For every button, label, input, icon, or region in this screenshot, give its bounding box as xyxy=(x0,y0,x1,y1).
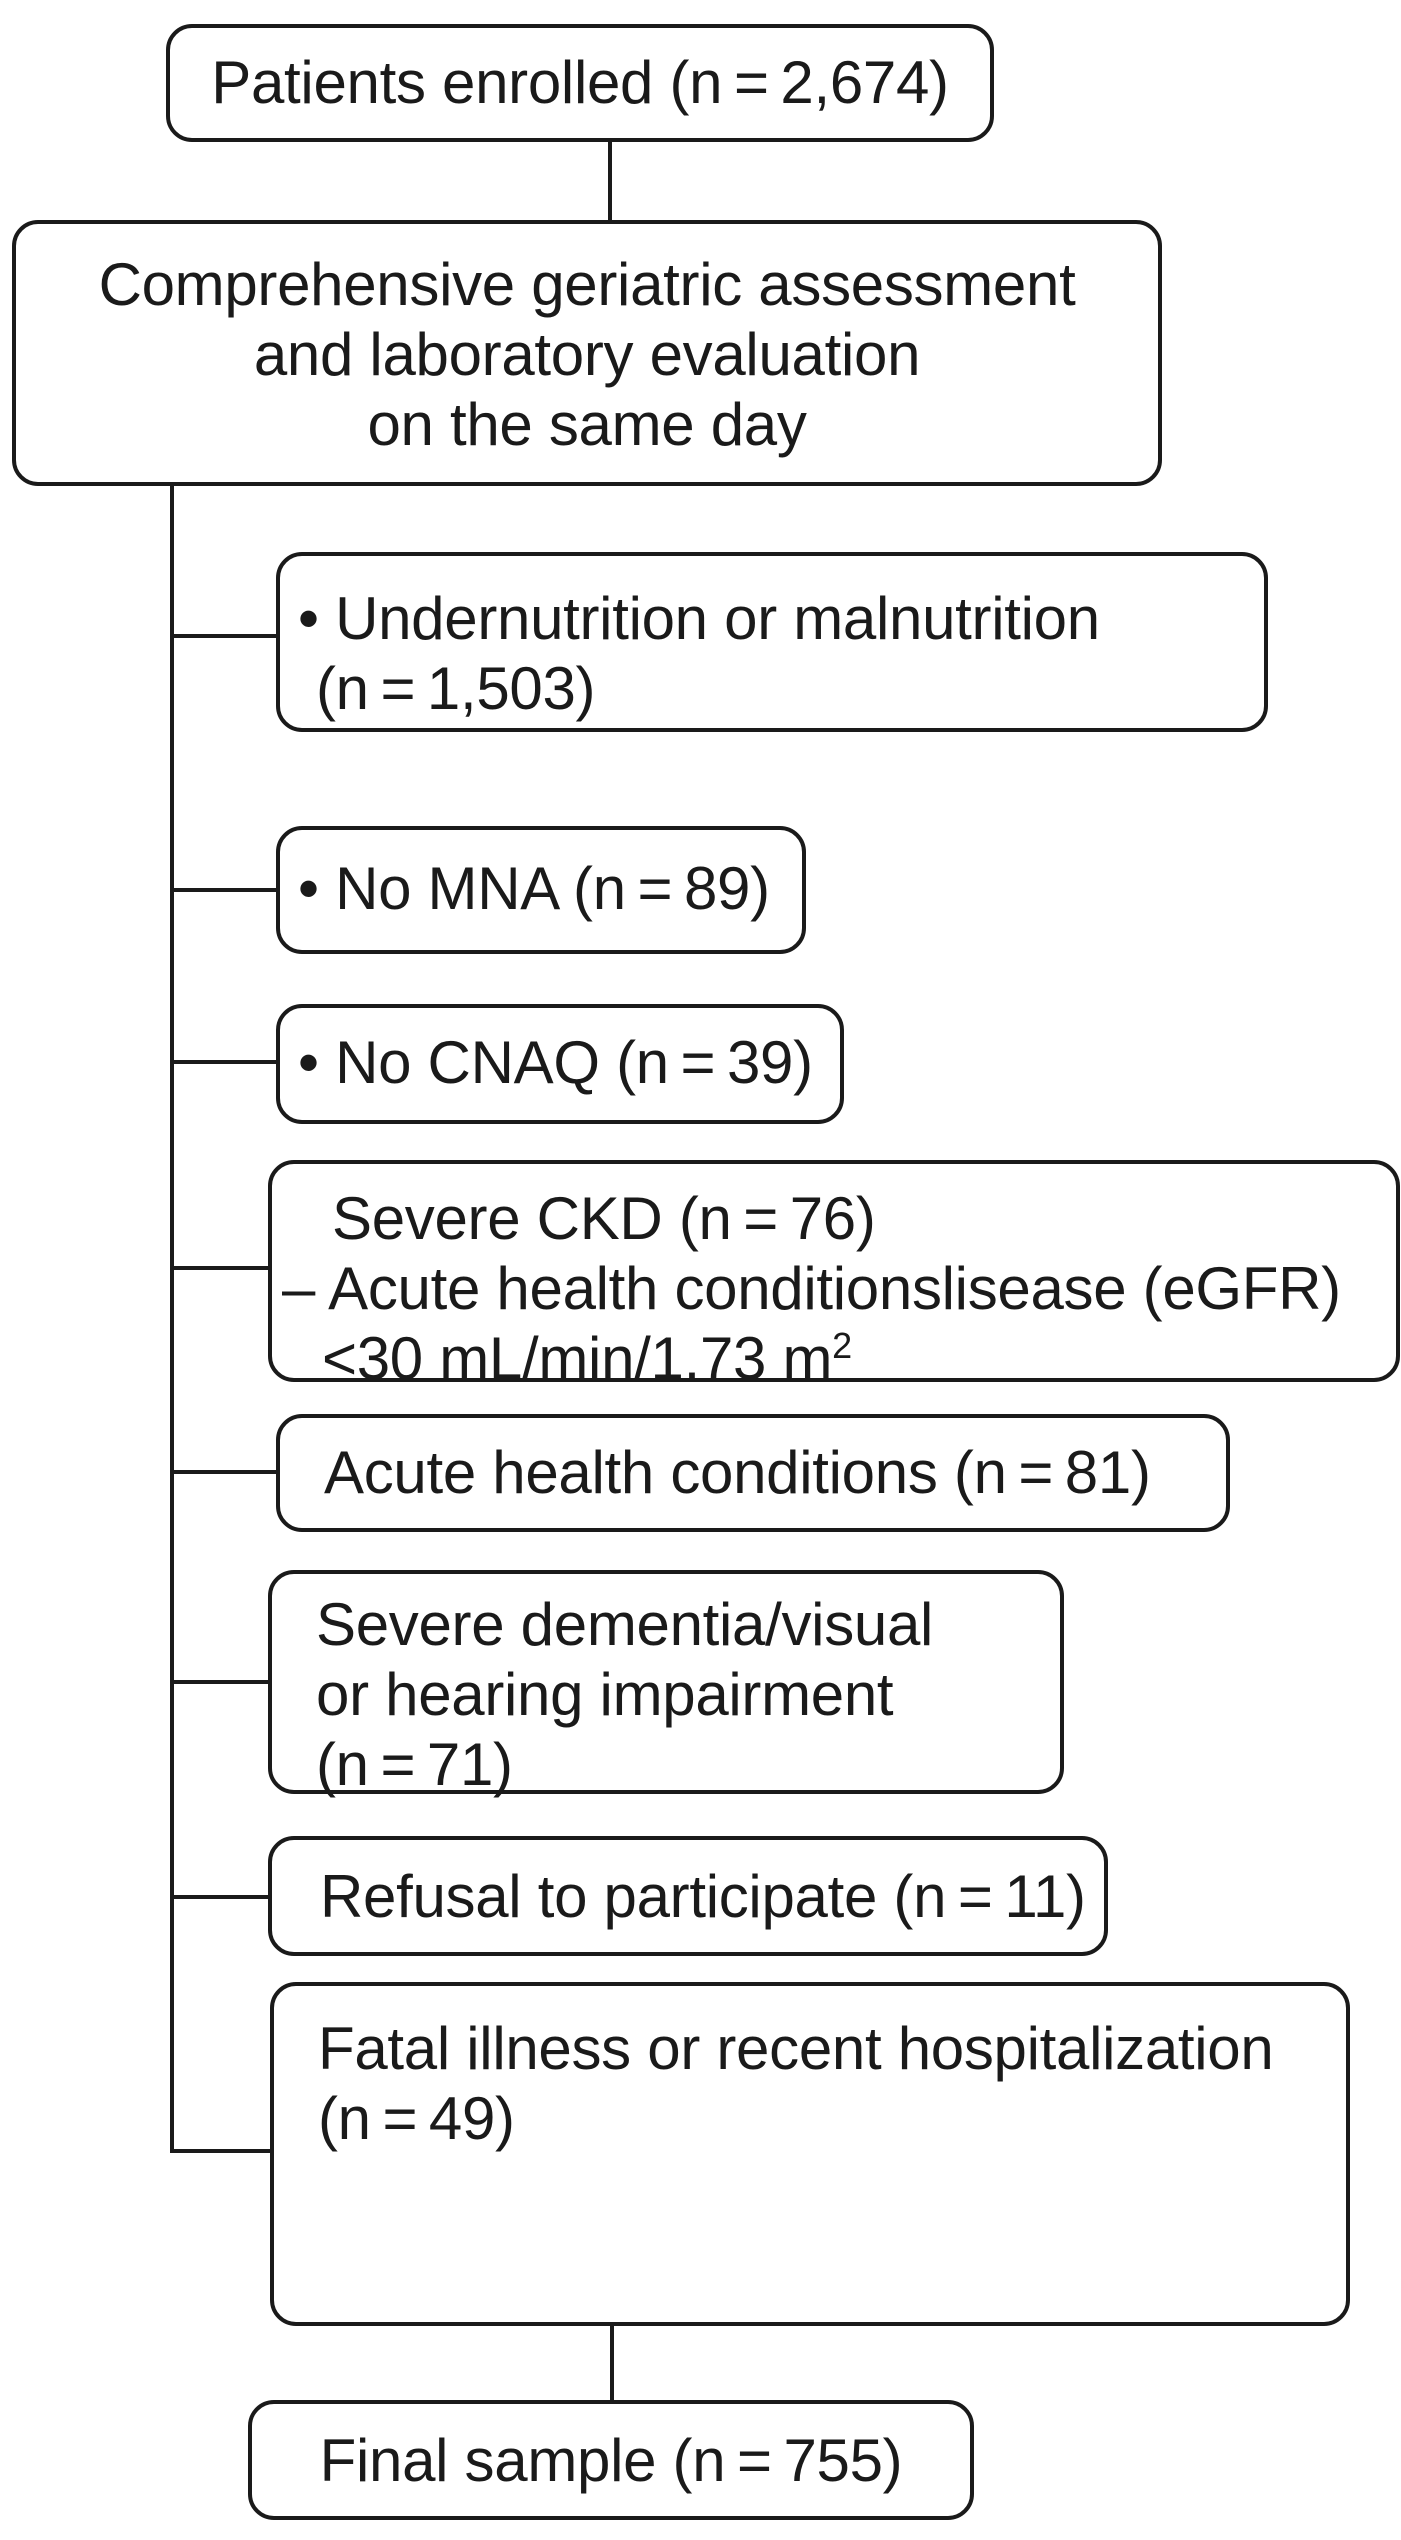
exclusion-fatal-illness-line-2: (n = 49) xyxy=(318,2085,515,2152)
exclusion-undernutrition-line-2: (n = 1,503) xyxy=(316,655,596,722)
exclusion-severe-ckd-box: Severe CKD (n = 76) – Acute health condi… xyxy=(268,1160,1400,1392)
exclusion-acute-health-box: Acute health conditions (n = 81) xyxy=(276,1414,1230,1532)
assessment-line-3: on the same day xyxy=(367,391,807,458)
exclusion-undernutrition-box: • Undernutrition or malnutrition (n = 1,… xyxy=(276,552,1268,732)
exclusion-severe-ckd-threshold: <30 mL/min/1.73 m xyxy=(322,1325,833,1392)
exclusion-refusal-line: Refusal to participate (n = 11) xyxy=(320,1863,1086,1930)
exclusion-undernutrition-line-1: • Undernutrition or malnutrition xyxy=(298,585,1100,652)
exclusion-severe-ckd-line-2: – Acute health conditionslisease (eGFR) xyxy=(282,1255,1341,1322)
exclusion-dementia-box: Severe dementia/visual or hearing impair… xyxy=(268,1570,1064,1798)
exclusion-severe-ckd-line-3: <30 mL/min/1.73 m2 xyxy=(272,1324,1396,1394)
exclusion-no-mna-line: • No MNA (n = 89) xyxy=(298,855,770,922)
exclusion-refusal-box: Refusal to participate (n = 11) xyxy=(268,1836,1108,1956)
final-sample-text: Final sample (n = 755) xyxy=(319,2427,903,2494)
exclusion-dementia-line-1: Severe dementia/visual xyxy=(316,1591,934,1658)
assessment-line-2: and laboratory evaluation xyxy=(253,321,921,388)
exclusion-no-cnaq-line: • No CNAQ (n = 39) xyxy=(298,1029,813,1096)
exclusion-no-mna-box: • No MNA (n = 89) xyxy=(276,826,806,954)
assessment-box: Comprehensive geriatric assessment and l… xyxy=(12,220,1162,486)
exclusion-fatal-illness-box: Fatal illness or recent hospitalization … xyxy=(270,1982,1350,2326)
exclusion-dementia-line-3: (n = 71) xyxy=(316,1731,513,1798)
enrolled-box: Patients enrolled (n = 2,674) xyxy=(166,24,994,142)
enrolled-text: Patients enrolled (n = 2,674) xyxy=(211,49,949,116)
exclusion-severe-ckd-line-1: Severe CKD (n = 76) xyxy=(332,1185,876,1252)
exclusion-fatal-illness-line-1: Fatal illness or recent hospitalization xyxy=(318,2015,1274,2082)
final-sample-box: Final sample (n = 755) xyxy=(248,2400,974,2520)
exclusion-dementia-line-2: or hearing impairment xyxy=(316,1661,894,1728)
exclusion-no-cnaq-box: • No CNAQ (n = 39) xyxy=(276,1004,844,1124)
exclusion-acute-health-line: Acute health conditions (n = 81) xyxy=(324,1439,1151,1506)
exclusion-severe-ckd-superscript: 2 xyxy=(832,1325,852,1366)
assessment-line-1: Comprehensive geriatric assessment xyxy=(98,251,1076,318)
